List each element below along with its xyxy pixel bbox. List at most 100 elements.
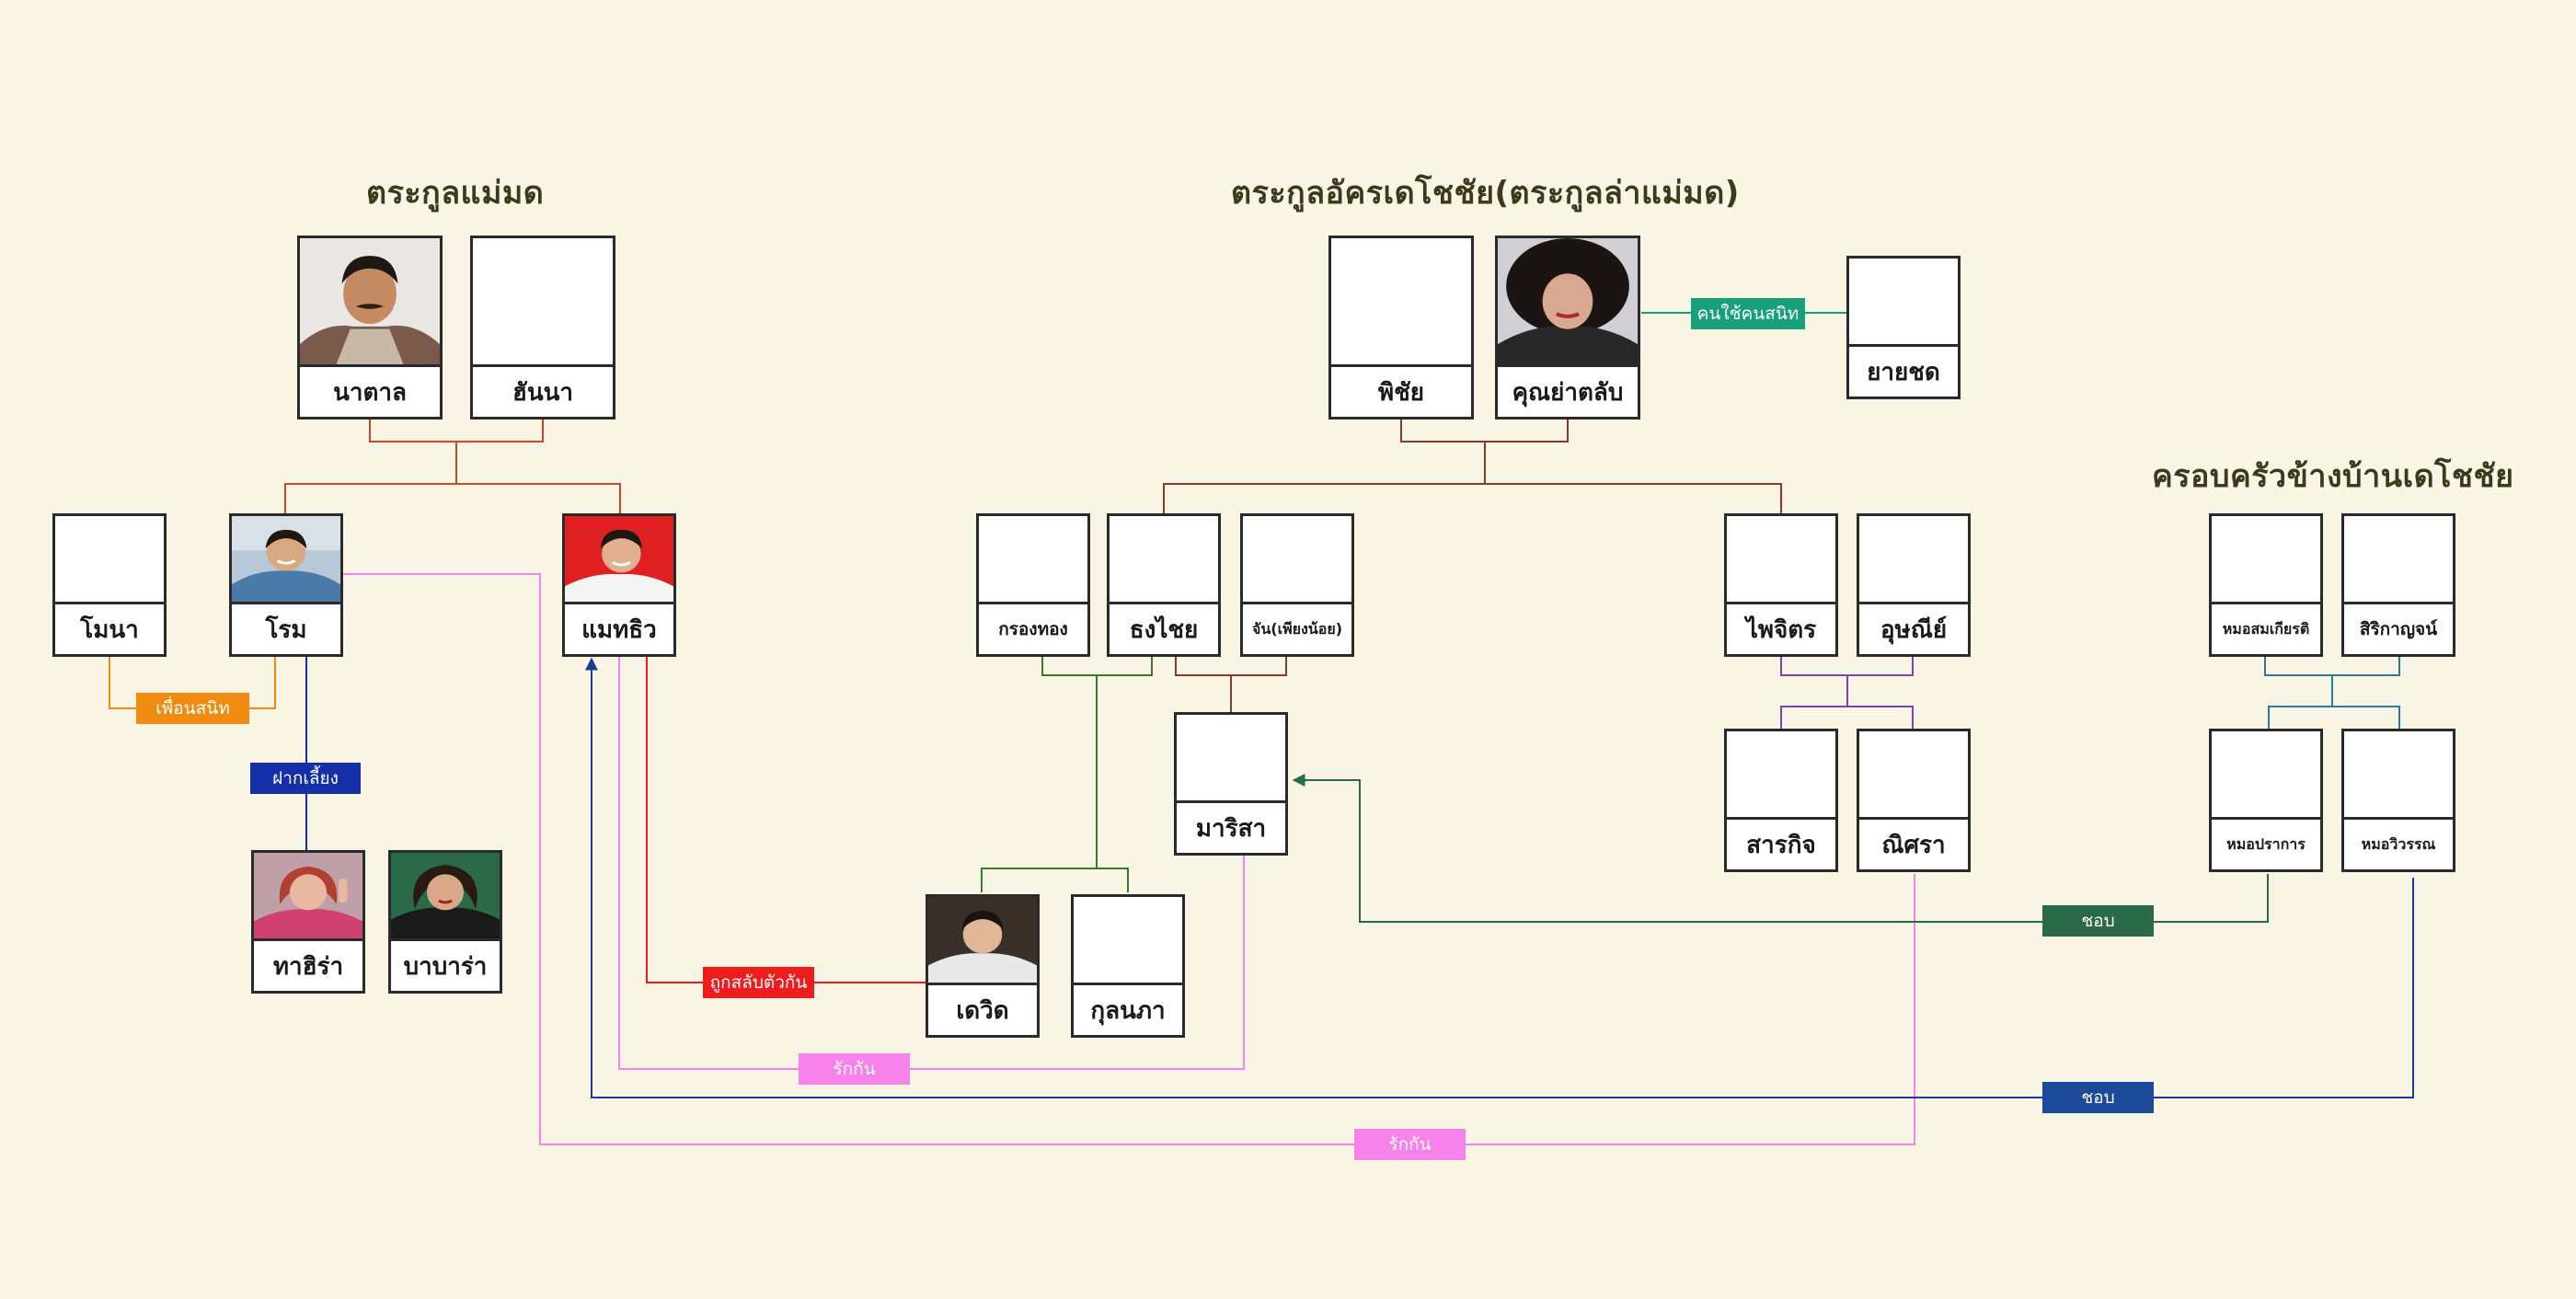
relation-label-crush-2: ชอบ [2042, 1082, 2154, 1113]
line-natan-hanna-couple [369, 418, 544, 443]
person-card-sarakit[interactable]: สารกิจ [1724, 729, 1838, 872]
person-name: ไพจิตร [1745, 615, 1817, 644]
person-card-rom[interactable]: โรม [229, 513, 343, 657]
relation-label-crush-1: ชอบ [2042, 905, 2154, 937]
person-name: บาบาร่า [403, 952, 488, 981]
line-maemod-children-bar [284, 483, 621, 513]
line-pichai-yatalap-couple [1400, 418, 1569, 443]
portrait-placeholder [1849, 259, 1958, 347]
person-name: พิชัย [1377, 378, 1425, 407]
portrait-photo [391, 853, 500, 941]
person-name: นาตาล [333, 378, 407, 407]
person-card-marisa[interactable]: มาริสา [1174, 712, 1288, 856]
relation-label-love-2: รักกัน [1354, 1129, 1466, 1160]
person-name: โมนา [80, 615, 139, 644]
person-card-mohna[interactable]: โมนา [52, 513, 167, 657]
person-card-natan[interactable]: นาตาล [297, 236, 443, 420]
line-paichit-children-bar [1780, 706, 1914, 729]
family-title-maemod: ตระกูลแม่มด [366, 175, 545, 212]
portrait-placeholder [1243, 516, 1351, 604]
person-name: มาริสา [1195, 814, 1267, 843]
person-name: จัน(เพียงน้อย) [1251, 619, 1343, 638]
person-card-krongthong[interactable]: กรองทอง [976, 513, 1090, 657]
portrait-placeholder [1074, 897, 1182, 985]
portrait-placeholder [1331, 238, 1471, 367]
line-neighbor-children-bar [2268, 706, 2400, 729]
family-title-dechachai: ตระกูลอัครเดโชชัย(ตระกูลล่าแม่มด) [1231, 175, 1740, 212]
person-card-usanee[interactable]: อุษณีย์ [1857, 513, 1971, 657]
person-name: อุษณีย์ [1880, 615, 1948, 644]
portrait-placeholder [55, 516, 164, 604]
line-krongthong-thongchai-couple [1041, 657, 1153, 676]
person-card-mohprakarn[interactable]: หมอปราการ [2209, 729, 2323, 872]
line-love-rom-nisra [343, 573, 1915, 1145]
relation-label-best-friend: เพื่อนสนิท [136, 693, 249, 724]
person-name: ณิศรา [1881, 831, 1946, 859]
person-card-kulnapa[interactable]: กุลนภา [1071, 894, 1185, 1038]
person-card-khunyatalap[interactable]: คุณย่าตลับ [1495, 236, 1640, 420]
portrait-photo [1498, 238, 1638, 367]
person-name: สิริกาญจน์ [2359, 619, 2438, 639]
person-name: แมทธิว [581, 615, 657, 644]
portrait-placeholder [2212, 731, 2320, 820]
line-thongchai-chan-couple [1175, 657, 1287, 676]
person-name: ฮันนา [512, 378, 573, 407]
relation-label-fostered: ฝากเลี้ยง [250, 763, 361, 794]
person-card-sirikanya[interactable]: สิริกาญจน์ [2341, 513, 2455, 657]
portrait-placeholder [473, 238, 613, 367]
person-card-chan[interactable]: จัน(เพียงน้อย) [1240, 513, 1354, 657]
portrait-placeholder [1859, 516, 1968, 604]
person-card-matthew[interactable]: แมทธิว [562, 513, 676, 657]
person-name: กุลนภา [1090, 996, 1166, 1025]
person-name: หมอปราการ [2226, 834, 2306, 853]
portrait-placeholder [979, 516, 1087, 604]
person-card-pichai[interactable]: พิชัย [1328, 236, 1474, 420]
portrait-placeholder [2344, 731, 2453, 820]
line-dechachai-children-bar [1163, 483, 1782, 513]
person-name: โรม [265, 615, 307, 644]
portrait-photo [928, 897, 1037, 985]
person-card-nisra[interactable]: ณิศรา [1857, 729, 1971, 872]
portrait-placeholder [1177, 715, 1285, 803]
line-david-kulnapa-bar [981, 868, 1129, 892]
line-crush-prakarn-marisa [1292, 774, 2269, 923]
person-card-yaichot[interactable]: ยายชด [1846, 256, 1961, 399]
person-card-babara[interactable]: บาบาร่า [388, 850, 502, 994]
relation-label-love-1: รักกัน [799, 1053, 910, 1085]
portrait-placeholder [1727, 516, 1835, 604]
portrait-placeholder [1110, 516, 1218, 604]
person-card-thongchai[interactable]: ธงไชย [1107, 513, 1221, 657]
person-name: หมอวิวรรณ [2361, 834, 2436, 853]
person-name: หมอสมเกียรติ [2222, 619, 2310, 638]
portrait-placeholder [2344, 516, 2453, 604]
portrait-photo [232, 516, 340, 604]
person-name: ธงไชย [1129, 615, 1199, 644]
person-name: เดวิด [956, 996, 1009, 1025]
person-name: สารกิจ [1746, 831, 1816, 859]
person-card-david[interactable]: เดวิด [926, 894, 1040, 1038]
portrait-placeholder [1727, 731, 1835, 820]
person-card-hahira[interactable]: ทาฮิร่า [251, 850, 365, 994]
line-swapped [646, 657, 926, 983]
relation-label-swapped: ถูกสลับตัวกัน [703, 967, 814, 998]
family-title-neighbor: ครอบครัวข้างบ้านเดโชชัย [2152, 458, 2514, 495]
portrait-placeholder [2212, 516, 2320, 604]
line-paichit-usanee-couple [1780, 657, 1914, 676]
portrait-photo [254, 853, 362, 941]
line-crush-wiwan-matthew [585, 657, 2414, 1098]
person-name: กรองทอง [998, 619, 1068, 639]
person-name: ทาฮิร่า [272, 952, 344, 981]
line-love-matthew-marisa [618, 657, 1245, 1070]
person-name: ยายชด [1867, 358, 1940, 386]
person-card-hanna[interactable]: ฮันนา [470, 236, 615, 420]
person-name: คุณย่าตลับ [1512, 378, 1624, 407]
person-card-mohwiwan[interactable]: หมอวิวรรณ [2341, 729, 2455, 872]
portrait-photo [565, 516, 673, 604]
portrait-placeholder [1859, 731, 1968, 820]
portrait-photo [300, 238, 440, 367]
person-card-mohsomkiat[interactable]: หมอสมเกียรติ [2209, 513, 2323, 657]
person-card-paichit[interactable]: ไพจิตร [1724, 513, 1838, 657]
relation-label-trusted-servant: คนใช้คนสนิท [1691, 298, 1805, 329]
